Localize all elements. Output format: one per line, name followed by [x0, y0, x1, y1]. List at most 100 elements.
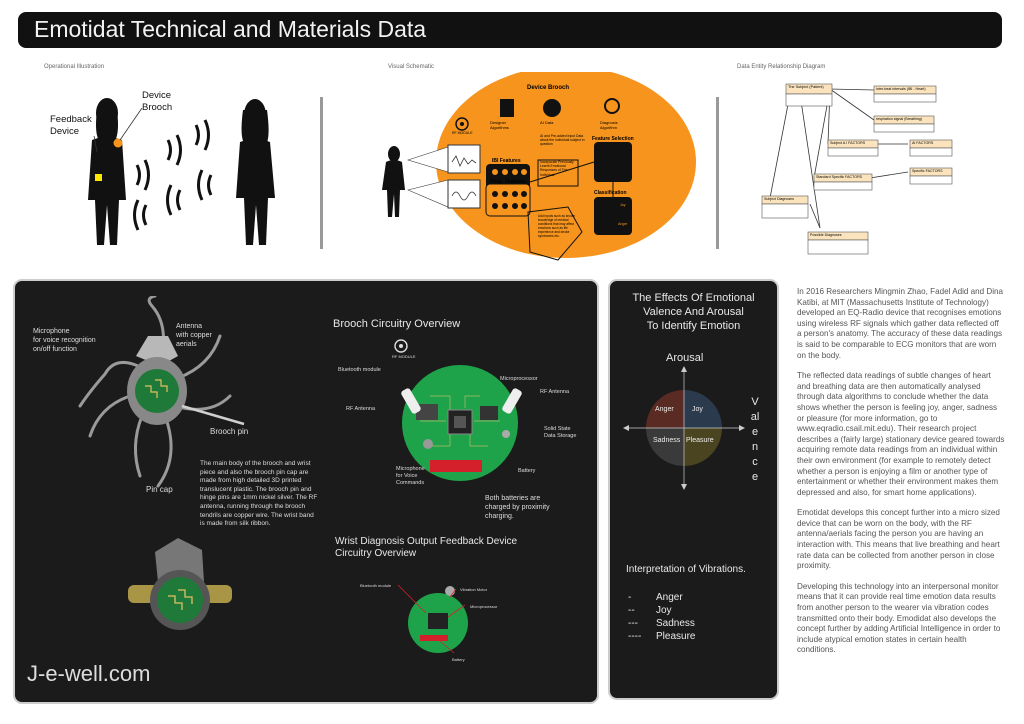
brooch-panel	[13, 279, 599, 704]
vibration-row: - Anger	[628, 591, 695, 604]
vibration-emotion: Pleasure	[656, 631, 696, 642]
schem-note1: AI and Pre-added Input Data about the in…	[540, 134, 585, 147]
divider-1	[320, 97, 323, 249]
schem-title: Device Brooch	[527, 85, 570, 91]
quadrant-pleasure	[684, 428, 722, 466]
quadrant-sadness	[646, 428, 684, 466]
schem-resp: Resp. Features	[490, 179, 526, 185]
w-vibration-label: Vibration Motor	[460, 587, 488, 592]
vibration-code: ----	[628, 631, 642, 642]
emotion-title: The Effects Of Emotional Valence And Aro…	[632, 292, 755, 332]
er-resp: respiration signal (Breathing)	[876, 117, 922, 121]
quadrant-anger-label: Anger	[655, 406, 674, 413]
w-battery-label: Battery	[452, 657, 465, 662]
axis-arrow-left	[623, 425, 629, 431]
desc-p1: In 2016 Researchers Mingmin Zhao, Fadel …	[797, 287, 1004, 360]
schem-joy: Joy	[620, 203, 626, 207]
vibration-row: --- Sadness	[628, 617, 695, 630]
brooch-circuit	[394, 339, 522, 481]
schem-diag: Diagnosis Algorithm	[600, 120, 618, 130]
w-bluetooth-label: Bluetooth module	[360, 583, 392, 588]
rf-antenna-right-label: RF Antenna	[540, 389, 570, 395]
vibration-emotion: Anger	[656, 592, 683, 603]
valence-label: Valence	[750, 396, 760, 483]
battery-label: Battery	[518, 468, 536, 474]
schem-ai: AI Data	[540, 120, 554, 125]
er-possible-diag: Possible Diagnoses	[810, 233, 842, 237]
axis-arrow-top	[681, 366, 687, 372]
microprocessor-label: Microprocessor	[500, 376, 538, 382]
brooch-dot	[113, 138, 123, 148]
desc-p4: Developing this technology into an inter…	[797, 581, 1001, 655]
vibration-emotion: Sadness	[656, 618, 695, 629]
feedback-dot	[95, 174, 102, 181]
op-caption: Operational Illustration	[44, 64, 105, 70]
axis-arrow-right	[739, 425, 745, 431]
er-subject: The Subject (Patient)	[788, 85, 824, 89]
operational-illustration	[88, 98, 275, 245]
divider-2	[716, 97, 719, 249]
vibration-emotion: Joy	[656, 605, 672, 616]
vibration-code: --	[628, 605, 635, 616]
er-ibi: Inter-beat intervals (IBI - Heart)	[876, 87, 926, 91]
er-ai: AI FACTORS	[912, 141, 934, 145]
storage-label: Solid State Data Storage	[544, 426, 577, 439]
quadrant-sadness-label: Sadness	[653, 437, 681, 444]
quadrant-joy	[684, 390, 722, 428]
schem-algos: Designer Algorithms	[490, 120, 509, 130]
mic-voice-label: Microphone for Voice Commands	[396, 466, 425, 486]
antenna-label: Antenna with copper aerials	[176, 323, 212, 348]
schem-classification: Classification	[594, 190, 627, 196]
er-specific: Specific FACTORS	[912, 169, 943, 173]
schem-ibi: IBI Features	[492, 158, 521, 164]
batteries-note: Both batteries are charged by proximity …	[485, 495, 550, 520]
quadrant-joy-label: Joy	[692, 406, 703, 413]
schem-feature-sel: Feature Selection	[592, 136, 634, 142]
desc-p2: The reflected data readings of subtle ch…	[797, 371, 1005, 497]
er-subject-diag: Subject Diagnoses	[764, 197, 794, 201]
vibration-list: - Anger -- Joy --- Sadness ---- Pleasure	[628, 591, 695, 643]
vibration-code: ---	[628, 618, 638, 629]
emotion-panel	[608, 279, 779, 700]
interp-title: Interpretation of Vibrations.	[626, 564, 746, 575]
vibration-code: -	[628, 592, 632, 603]
arousal-label: Arousal	[666, 352, 704, 364]
pin-cap-label: Pin cap	[146, 485, 173, 494]
w-micro-label: Microprocessor	[470, 604, 498, 609]
valence-arousal-chart	[623, 366, 745, 490]
visual-schematic	[382, 72, 696, 261]
brooch-pin-label: Brooch pin	[210, 427, 249, 436]
schem-anger: Anger	[618, 222, 628, 226]
materials-text: The main body of the brooch and wrist pi…	[200, 460, 318, 528]
signal-arcs	[133, 119, 213, 231]
brooch-render	[78, 296, 245, 488]
schem-note2: Incorporate Previously Learnt Emotional …	[540, 160, 574, 177]
axis-arrow-bottom	[681, 484, 687, 490]
rf-antenna-left-label: RF Antenna	[346, 406, 376, 412]
bluetooth-label: Bluetooth module	[338, 367, 381, 373]
person-right	[236, 99, 275, 245]
quadrant-anger	[646, 390, 684, 428]
vis-caption: Visual Schematic	[388, 64, 434, 70]
title-bar: Emotidat Technical and Materials Data	[18, 12, 1002, 48]
description: In 2016 Researchers Mingmin Zhao, Fadel …	[797, 287, 1005, 666]
wrist-render	[128, 538, 232, 630]
vibration-row: -- Joy	[628, 604, 695, 617]
leader-lines	[93, 107, 143, 153]
er-std: Standard Specific FACTORS	[816, 175, 863, 179]
schem-note3: Add inputs such as known knowledge of me…	[538, 214, 576, 238]
wrist-title: Wrist Diagnosis Output Feedback Device C…	[335, 536, 518, 559]
er-caption: Data Entity Relationship Diagram	[737, 64, 826, 70]
mic-label: Microphone for voice recognition on/off …	[33, 328, 96, 353]
wrist-circuit	[397, 584, 468, 654]
er-diagram	[761, 83, 953, 255]
er-ai-subject: Subject A.I FACTORS	[830, 141, 866, 145]
site-name: J-e-well.com	[27, 661, 151, 686]
person-left	[88, 98, 126, 245]
quadrant-pleasure-label: Pleasure	[686, 437, 714, 444]
circuitry-title: Brooch Circuitry Overview	[333, 318, 461, 330]
page-title: Emotidat Technical and Materials Data	[34, 16, 427, 42]
vibration-row: ---- Pleasure	[628, 630, 695, 643]
